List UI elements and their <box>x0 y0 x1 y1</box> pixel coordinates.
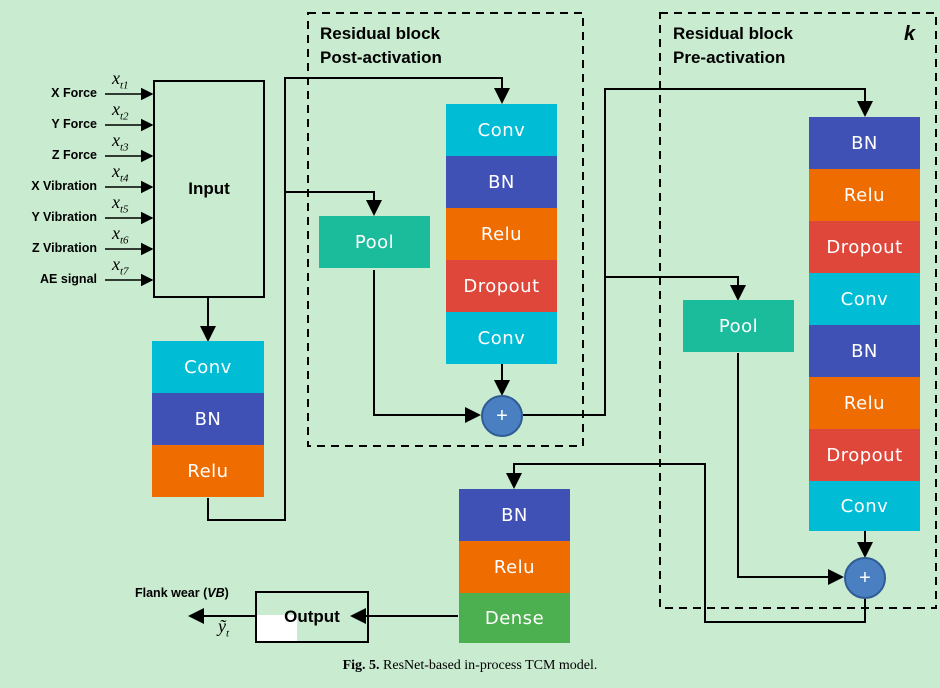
output-symbol: ỹt <box>218 616 230 640</box>
block2-dropout-2: Dropout <box>809 429 920 481</box>
output-label: Flank wear (VB) <box>135 586 229 600</box>
block2-conv-2: Conv <box>809 481 920 531</box>
input-label-x-force: X Force <box>51 86 97 100</box>
block2-conv-1: Conv <box>809 273 920 325</box>
stem-conv: Conv <box>152 341 264 393</box>
block2-relu-1: Relu <box>809 169 920 221</box>
input-label-z-force: Z Force <box>51 148 97 162</box>
input-symbol-2: xt2 <box>112 99 129 123</box>
block1-relu: Relu <box>446 208 557 260</box>
block2-add-node: + <box>844 557 886 599</box>
figure-caption: Fig. 5. ResNet-based in-process TCM mode… <box>342 658 598 673</box>
block1-pool: Pool <box>319 216 430 268</box>
block1-add-node: + <box>481 395 523 437</box>
block2-title: Residual block Pre-activation <box>673 24 793 67</box>
block2-border <box>659 12 937 609</box>
input-symbol-1: xt1 <box>112 68 129 92</box>
input-label-y-vibration: Y Vibration <box>31 210 97 224</box>
input-symbol-4: xt4 <box>112 161 129 185</box>
block2-pool: Pool <box>683 300 794 352</box>
input-symbol-7: xt7 <box>112 254 129 278</box>
input-label-y-force: Y Force <box>51 117 97 131</box>
input-symbol-3: xt3 <box>112 130 129 154</box>
block2-bn-1: BN <box>809 117 920 169</box>
output-box: Output <box>255 591 369 643</box>
head-relu: Relu <box>459 541 570 593</box>
block2-repeat-k: k <box>904 23 916 45</box>
block2-bn-2: BN <box>809 325 920 377</box>
block1-border <box>307 12 584 447</box>
input-label-z-vibration: Z Vibration <box>31 241 97 255</box>
input-symbol-6: xt6 <box>112 223 129 247</box>
block2-relu-2: Relu <box>809 377 920 429</box>
head-bn: BN <box>459 489 570 541</box>
block1-title: Residual block Post-activation <box>320 24 442 67</box>
input-symbol-5: xt5 <box>112 192 129 216</box>
input-label-ae-signal: AE signal <box>40 272 97 286</box>
input-label-x-vibration: X Vibration <box>31 179 97 193</box>
block1-conv-1: Conv <box>446 104 557 156</box>
block1-bn: BN <box>446 156 557 208</box>
head-dense: Dense <box>459 593 570 643</box>
block1-dropout: Dropout <box>446 260 557 312</box>
block2-dropout-1: Dropout <box>809 221 920 273</box>
stem-relu: Relu <box>152 445 264 497</box>
block1-conv-2: Conv <box>446 312 557 364</box>
input-box: Input <box>153 80 265 298</box>
stem-bn: BN <box>152 393 264 445</box>
